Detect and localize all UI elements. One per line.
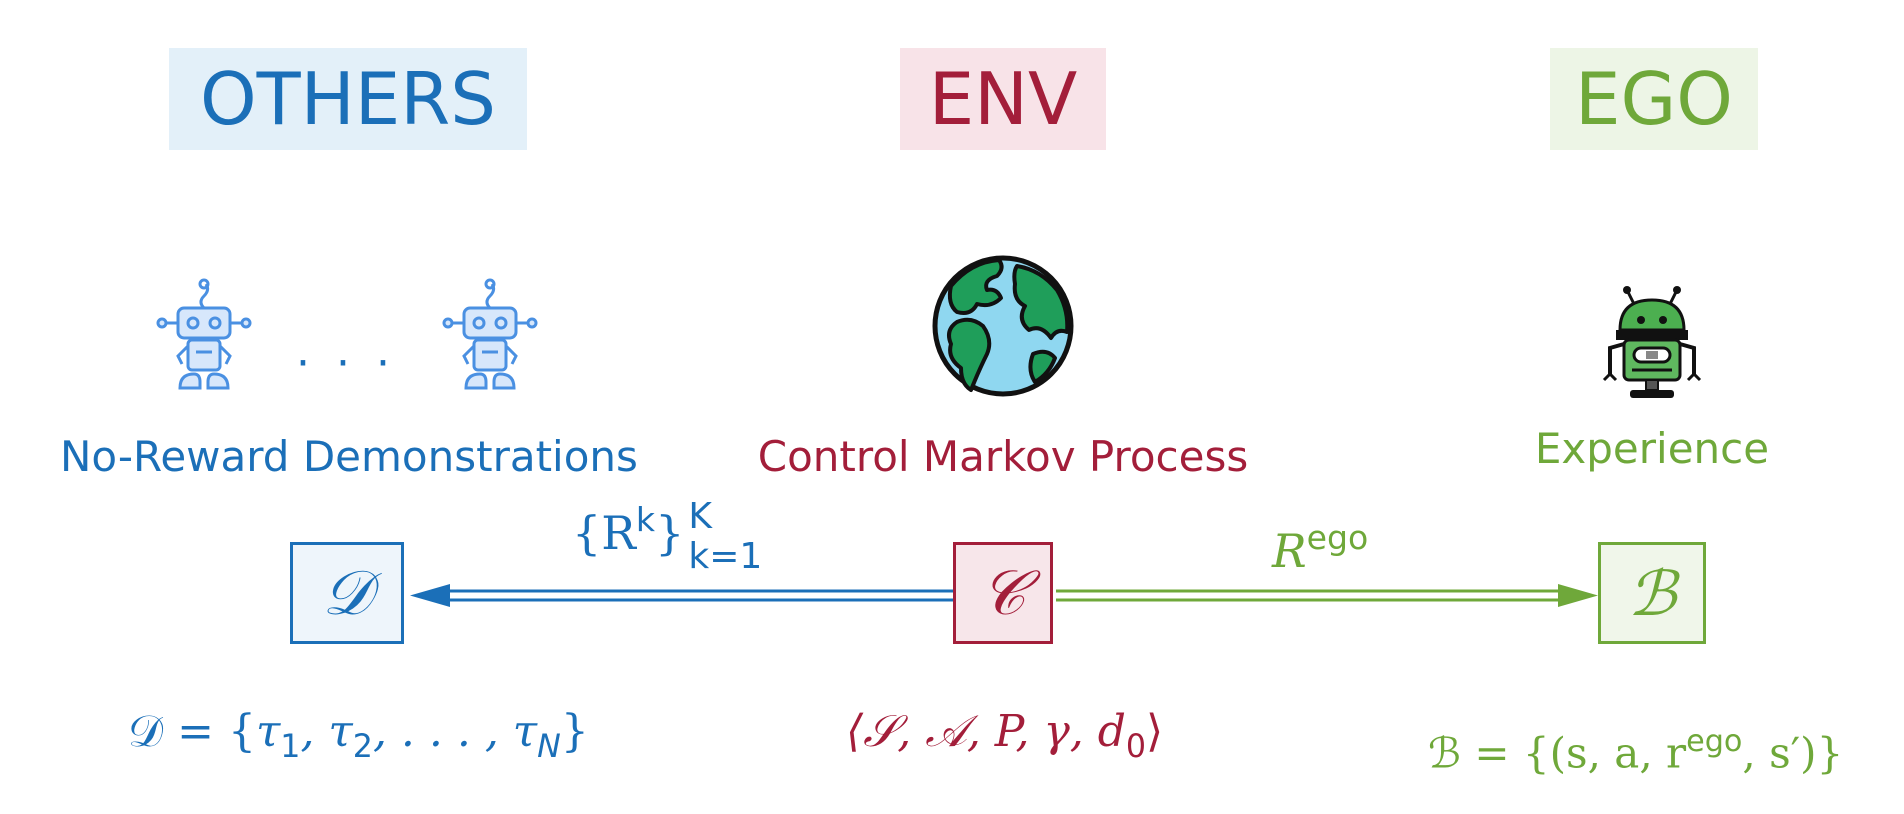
edge-left-sup-K: K [688, 496, 712, 538]
formula-c: ⟨𝒮, 𝒜, P, γ, d0⟩ [846, 706, 1163, 765]
robot-outline-icon [442, 278, 538, 390]
env-header: ENV [900, 48, 1106, 150]
formula-b-lhs: ℬ = {(s, a, r [1428, 728, 1687, 778]
formula-b: ℬ = {(s, a, rego, s′)} [1428, 724, 1843, 778]
ego-header-text: EGO [1575, 57, 1733, 141]
node-d-label: 𝒟 [322, 556, 372, 629]
edge-left-sub: k=1 [688, 536, 763, 578]
edge-left-close: } [655, 506, 685, 561]
formula-d-lhs: 𝒟 = { [128, 706, 256, 757]
formula-d-t1: τ [255, 706, 281, 757]
edge-right-sup: ego [1306, 518, 1369, 557]
robot-filled-icon [1602, 286, 1702, 398]
ego-caption: Experience [1534, 424, 1770, 473]
formula-d-s2: 2 [352, 729, 373, 766]
edge-label-right: Rego [1272, 518, 1368, 578]
node-c: 𝒞 [953, 542, 1053, 644]
formula-c-text: ⟨𝒮, 𝒜, P, γ, d [846, 706, 1126, 757]
ellipsis: · · · [296, 338, 396, 389]
formula-c-close: ⟩ [1146, 706, 1164, 757]
arrow-env-to-ego [1056, 584, 1598, 607]
env-caption: Control Markov Process [757, 432, 1249, 481]
env-header-text: ENV [928, 57, 1078, 141]
formula-d-close: } [560, 706, 589, 757]
node-b: ℬ [1598, 542, 1706, 644]
formula-d: 𝒟 = {τ1, τ2, . . . , τN} [128, 706, 589, 765]
formula-b-rest: , s′)} [1742, 728, 1844, 778]
edge-left-sup-k: k [635, 500, 656, 539]
node-d: 𝒟 [290, 542, 404, 644]
node-c-label: 𝒞 [980, 556, 1026, 629]
formula-d-sN: N [537, 729, 561, 766]
arrow-env-to-others [410, 584, 954, 607]
others-header-text: OTHERS [199, 57, 496, 141]
formula-b-sup: ego [1686, 724, 1743, 759]
earth-globe-icon [932, 255, 1074, 397]
formula-c-sub: 0 [1125, 729, 1147, 766]
node-b-label: ℬ [1627, 556, 1677, 630]
edge-left-base: {R [572, 506, 636, 561]
edge-label-left: {Rk} K k=1 [572, 496, 774, 577]
formula-d-s1: 1 [280, 729, 301, 766]
formula-d-mid: , . . . , τ [372, 706, 538, 757]
robot-outline-icon [156, 278, 252, 390]
others-header: OTHERS [169, 48, 527, 150]
ego-header: EGO [1550, 48, 1758, 150]
edge-right-base: R [1272, 524, 1307, 579]
formula-d-t2: , τ [300, 706, 353, 757]
others-caption: No-Reward Demonstrations [60, 432, 638, 481]
